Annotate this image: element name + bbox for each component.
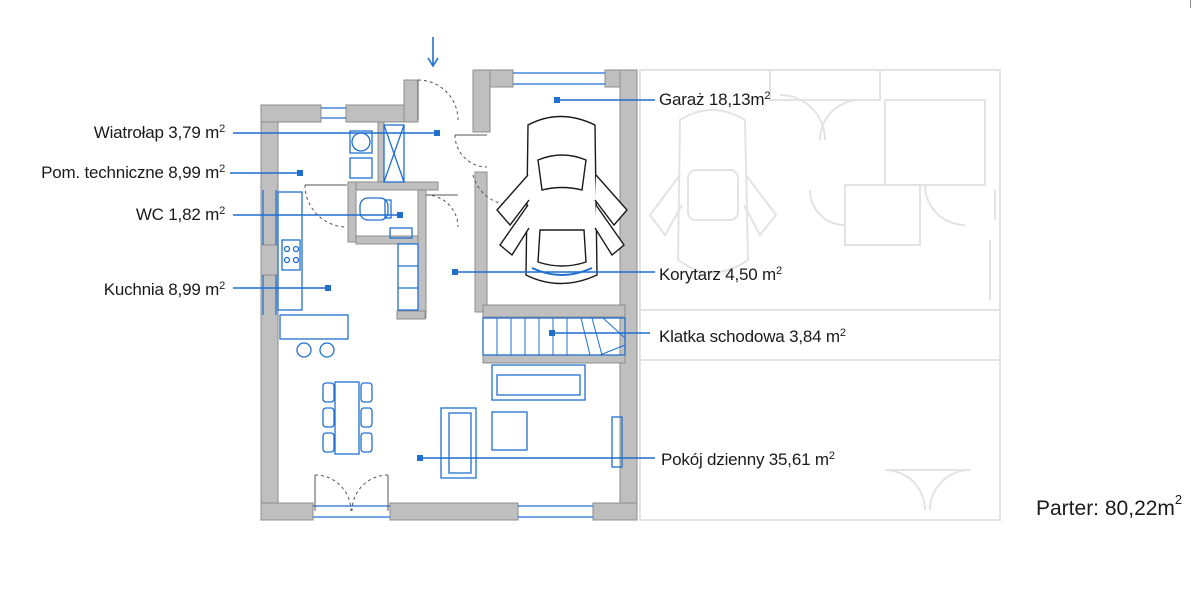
room-name: Wiatrołap [93, 123, 164, 142]
room-area: 3,84 m [789, 327, 840, 346]
neighbor-unit [639, 69, 1001, 521]
room-name: Korytarz [659, 265, 721, 284]
walls [260, 69, 638, 521]
room-area: 35,61 m [768, 450, 829, 469]
room-area-sup: 2 [776, 265, 782, 277]
label-kuchnia: Kuchnia 8,99 m2 [104, 280, 225, 300]
label-pom-techniczne: Pom. techniczne 8,99 m2 [41, 163, 225, 183]
entrance-arrow-icon [427, 37, 439, 68]
room-name: Garaż [659, 90, 705, 109]
total-value-sup: 2 [1174, 492, 1183, 507]
car-icon [496, 115, 628, 285]
room-name: WC [135, 205, 164, 224]
label-korytarz: Korytarz 4,50 m2 [659, 265, 782, 285]
room-area-sup: 2 [219, 280, 225, 292]
room-area: 18,13m [708, 90, 765, 109]
room-area-sup: 2 [219, 205, 225, 217]
label-garaz: Garaż 18,13m2 [659, 90, 770, 110]
room-area-sup: 2 [764, 90, 771, 102]
room-area-sup: 2 [219, 163, 225, 175]
room-area-sup: 2 [828, 450, 835, 462]
room-area-sup: 2 [839, 327, 846, 339]
label-wiatrolap: Wiatrołap 3,79 m2 [94, 123, 225, 143]
windows [262, 72, 605, 518]
label-pokoj-dzienny: Pokój dzienny 35,61 m2 [661, 450, 835, 470]
room-area: 4,50 m [725, 265, 777, 284]
stair-treads [496, 317, 626, 356]
room-name: Kuchnia [103, 280, 164, 299]
furniture [277, 124, 626, 479]
leader-dots [297, 97, 560, 461]
shaft [383, 124, 405, 183]
room-name: Pom. techniczne [41, 163, 164, 182]
label-klatka-schodowa: Klatka schodowa 3,84 m2 [659, 327, 846, 347]
room-area-sup: 2 [219, 123, 225, 135]
tank [349, 157, 373, 179]
room-name: Klatka schodowa [659, 327, 785, 346]
room-name: Pokój dzienny [661, 450, 765, 469]
total-value: 80,22m [1104, 497, 1175, 520]
room-area: 1,82 m [168, 205, 220, 224]
room-area: 8,99 m [168, 163, 220, 182]
room-area: 8,99 m [168, 280, 220, 299]
room-area: 3,79 m [168, 123, 220, 142]
stool [319, 342, 335, 358]
boiler-circle [351, 132, 371, 152]
total-label: Parter: [1036, 497, 1100, 520]
boiler [349, 130, 373, 154]
neighbor-car [648, 109, 778, 274]
leader-lines [230, 99, 655, 459]
corner-tick [1190, 0, 1191, 8]
stool [296, 342, 312, 358]
floor-total-area: Parter: 80,22m2 [1036, 492, 1182, 521]
label-wc: WC 1,82 m2 [136, 205, 225, 225]
